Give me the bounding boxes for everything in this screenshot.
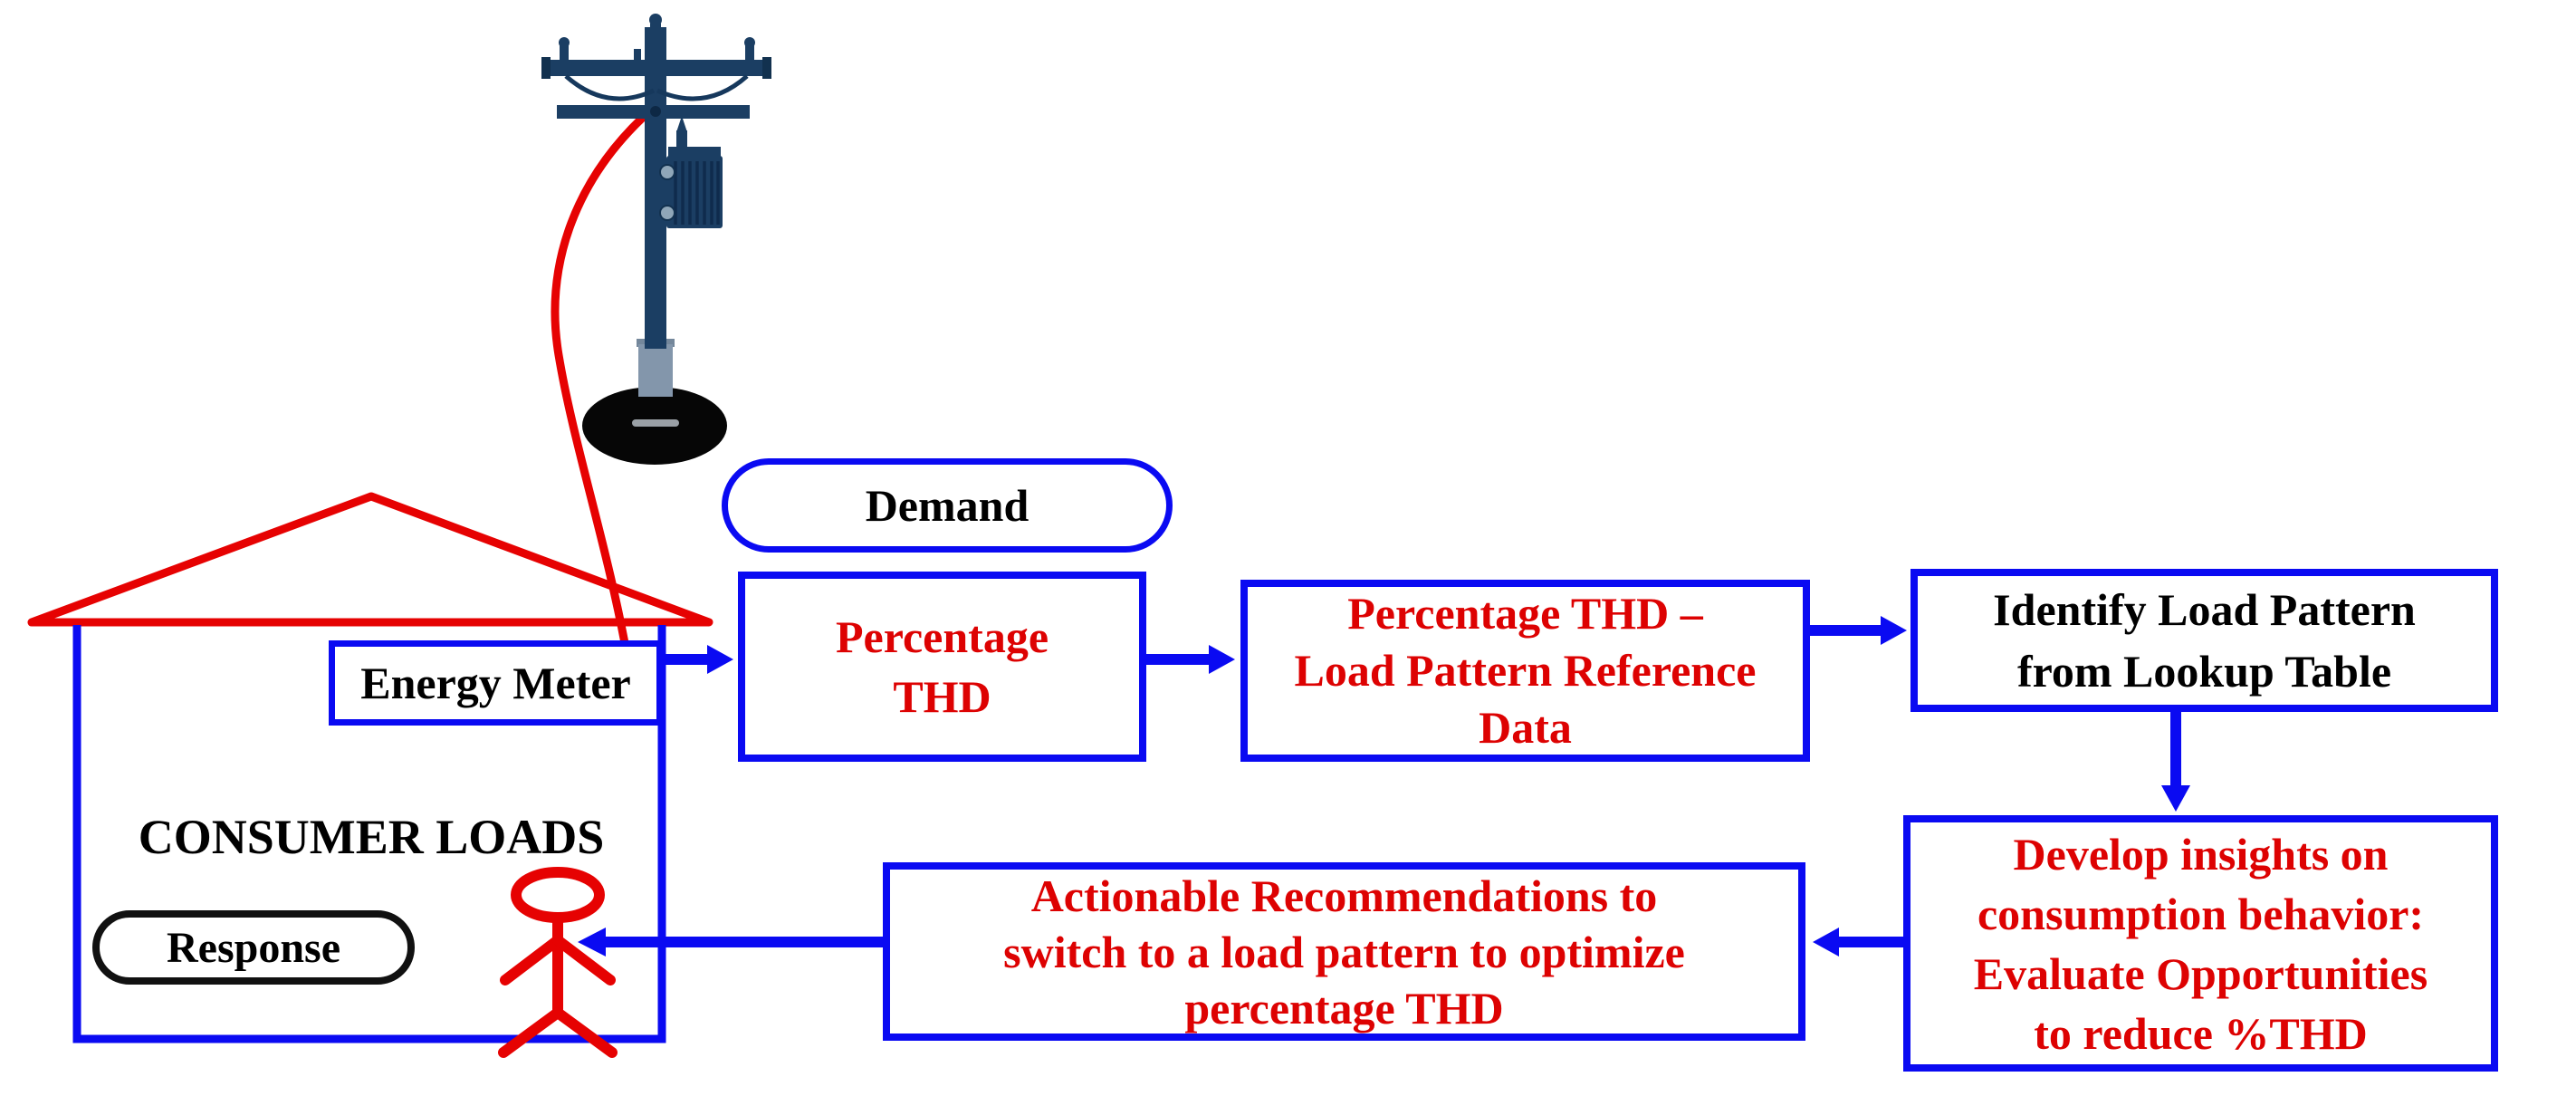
roof-icon: [27, 492, 713, 627]
flow-arrows: [578, 616, 2190, 957]
pole-base: [638, 344, 673, 397]
energy-meter-box: Energy Meter: [329, 640, 663, 726]
flow-box-line: consumption behavior:: [1977, 888, 2425, 939]
house-icon: [72, 625, 666, 1043]
pole-transformer-icon: [659, 116, 723, 228]
response-label: Response: [166, 923, 341, 972]
flow-box-percentage-thd: Percentage THD: [738, 572, 1146, 762]
flow-arrow-thd-to-reference: [1146, 645, 1235, 674]
flow-box-line: Percentage THD –: [1347, 588, 1703, 639]
power-line-icon: [551, 108, 653, 648]
flow-box-identify-load-pattern: Identify Load Pattern from Lookup Table: [1910, 569, 2498, 712]
flow-box-line: Actionable Recommendations to: [1030, 870, 1658, 921]
flow-box-line: to reduce %THD: [2034, 1007, 2368, 1059]
flow-box-line: Percentage: [835, 611, 1049, 662]
flow-box-line: Load Pattern Reference: [1294, 645, 1757, 696]
flow-box-line: Evaluate Opportunities: [1973, 947, 2428, 999]
flow-arrow-recommendations-to-consumer: [578, 928, 883, 957]
utility-pole-icon: [541, 14, 771, 465]
flow-arrow-insights-to-recommendations: [1813, 928, 1903, 957]
energy-meter-label: Energy Meter: [360, 658, 631, 708]
stick-figure-icon: [498, 867, 618, 1058]
flow-arrow-identify-to-insights: [2161, 712, 2190, 812]
consumer-loads-label: CONSUMER LOADS: [138, 810, 605, 864]
flow-box-line: Identify Load Pattern: [1993, 584, 2416, 635]
flow-box-line: from Lookup Table: [2016, 646, 2392, 697]
demand-label-pill: Demand: [722, 458, 1173, 553]
flow-box-line: THD: [893, 671, 991, 722]
flow-box-line: Data: [1479, 702, 1572, 753]
flow-box-line: percentage THD: [1184, 982, 1504, 1034]
flow-box-line: switch to a load pattern to optimize: [1003, 926, 1685, 977]
flow-box-actionable-recommendations: Actionable Recommendations to switch to …: [883, 862, 1805, 1041]
flow-arrow-reference-to-identify: [1810, 616, 1907, 645]
demand-label: Demand: [865, 480, 1029, 531]
flow-box-thd-load-pattern-reference: Percentage THD – Load Pattern Reference …: [1240, 580, 1810, 762]
flow-box-develop-insights: Develop insights on consumption behavior…: [1903, 815, 2498, 1072]
flow-box-line: Develop insights on: [2013, 828, 2389, 880]
response-label-pill: Response: [92, 910, 415, 985]
flow-arrow-meter-to-thd: [662, 645, 733, 674]
